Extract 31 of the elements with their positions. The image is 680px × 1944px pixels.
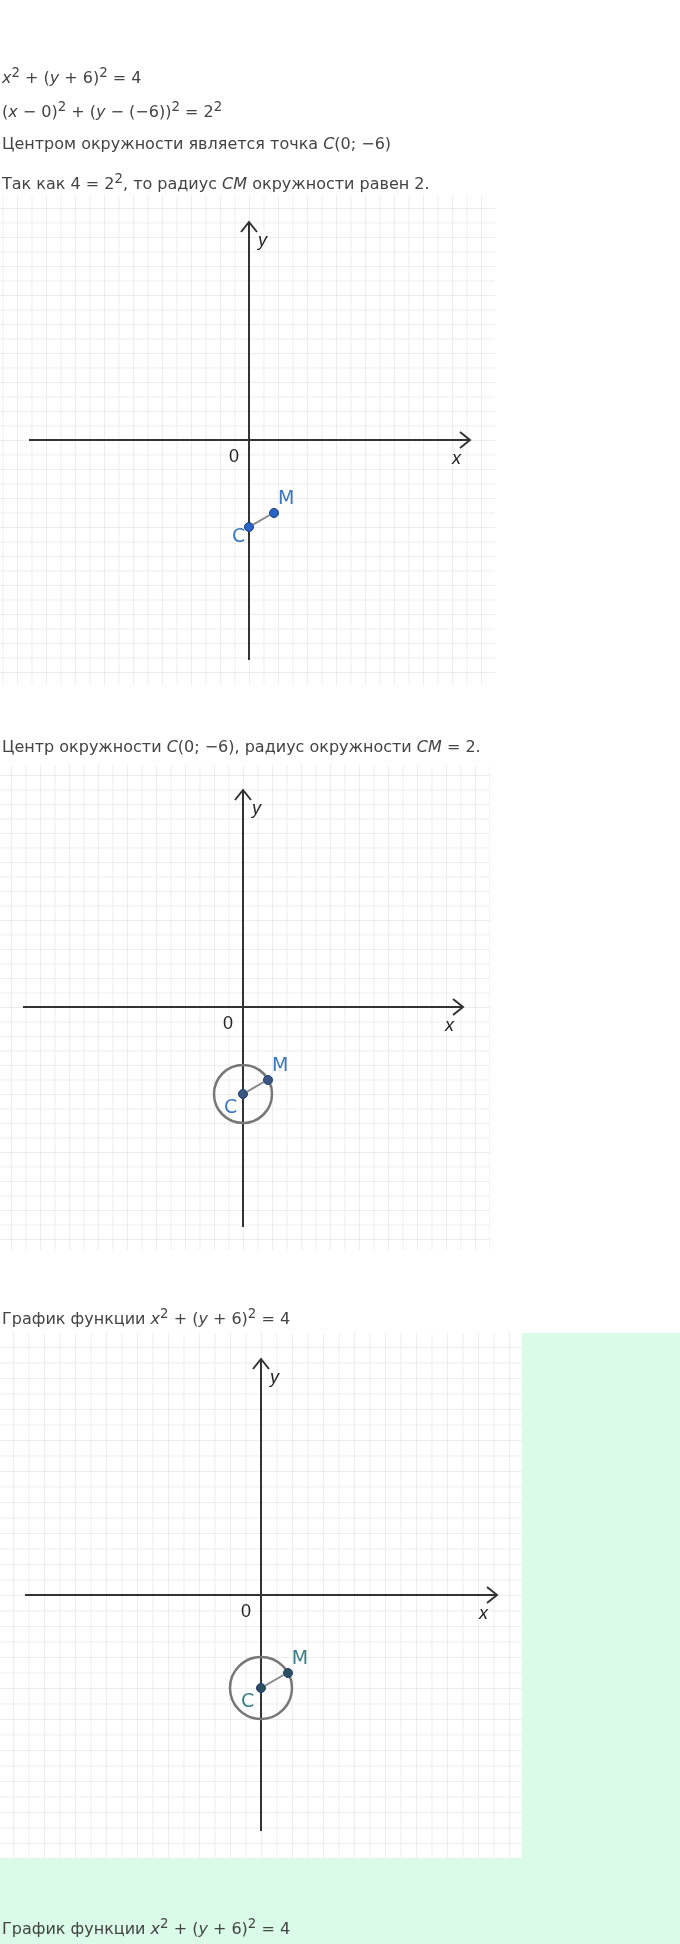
point-label: M	[272, 1053, 289, 1074]
origin-label: 0	[223, 1013, 233, 1033]
solution-text: Так как 4 = 2$^{2}$, то радиус CM окружности равен 2.	[2, 170, 430, 196]
solution-text: Центром окружности является точка C(0; −6)	[2, 133, 392, 155]
point-label: M	[278, 486, 295, 507]
origin-label: 0	[241, 1601, 251, 1621]
axis-label: x	[445, 1015, 454, 1035]
point-marker	[244, 522, 254, 532]
solution-text: (x − 0)$^{2}$ + (y − (−6))$^{2}$ = 2$^{2}$	[2, 98, 223, 124]
point-marker	[263, 1074, 274, 1085]
solution-text: Центр окружности C(0; −6), радиус окружности CM = 2.	[2, 736, 481, 758]
solution-text: График функции x$^{2}$ + (y + 6)$^{2}$ = 4	[2, 1915, 291, 1941]
point-marker	[238, 1089, 248, 1099]
axis-label: y	[252, 798, 261, 818]
axis-label: y	[258, 230, 267, 250]
axis-label: y	[270, 1367, 279, 1387]
point-label: C	[241, 1690, 255, 1710]
point-label: M	[291, 1646, 309, 1667]
axis-label: x	[479, 1603, 488, 1623]
point-marker	[269, 507, 280, 518]
radius-segment	[246, 1081, 265, 1093]
point-label: C	[232, 525, 246, 545]
radius-segment	[264, 1674, 285, 1687]
origin-label: 0	[229, 446, 239, 466]
point-marker	[282, 1667, 293, 1678]
radius-segment	[252, 514, 271, 526]
axis-label: x	[452, 448, 461, 468]
point-marker	[256, 1683, 266, 1693]
point-label: C	[224, 1096, 238, 1116]
solution-text: x$^{2}$ + (y + 6)$^{2}$ = 4	[2, 64, 142, 90]
solution-text: График функции x$^{2}$ + (y + 6)$^{2}$ = 4	[2, 1305, 291, 1331]
